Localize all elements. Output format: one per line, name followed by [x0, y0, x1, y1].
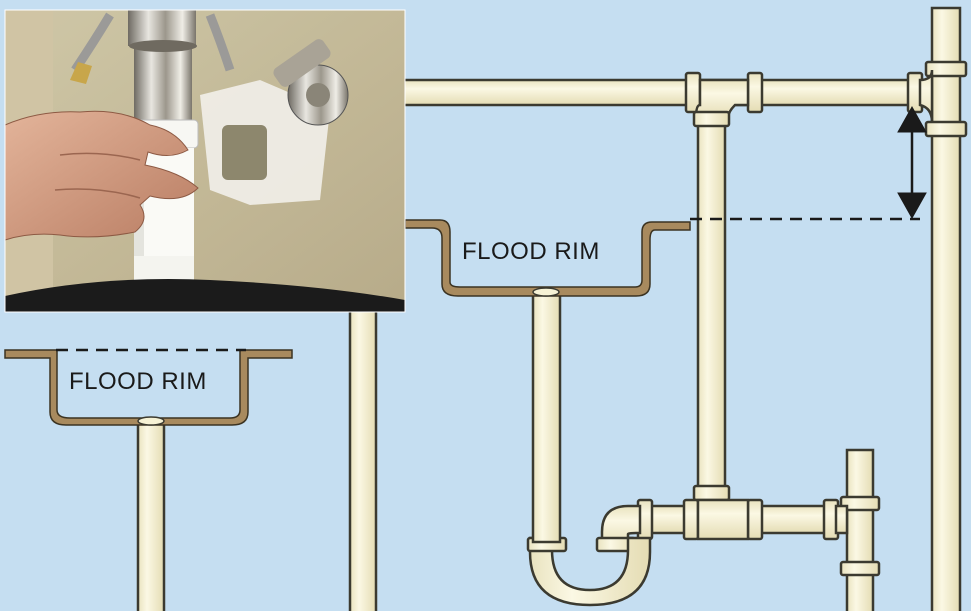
- flood-rim-label-left: FLOOD RIM: [69, 368, 207, 395]
- sink-center: [404, 219, 691, 297]
- right-riser-tee: [834, 504, 849, 535]
- vent-riser: [696, 116, 727, 500]
- flood-rim-label-center: FLOOD RIM: [462, 238, 600, 265]
- right-riser-coupling: [839, 495, 881, 512]
- drain-coupling: [682, 498, 700, 541]
- sink-left: [4, 349, 293, 426]
- drain-coupling: [746, 498, 764, 541]
- sink-trap-photo: [4, 9, 406, 313]
- pipe-network: [136, 6, 968, 611]
- right-riser: [845, 448, 875, 611]
- top-vent-coupling: [746, 71, 764, 114]
- main-stack-coupling: [924, 60, 968, 78]
- top-vent-line: [388, 78, 922, 107]
- main-stack-elbow: [918, 69, 934, 123]
- drain-tee: [696, 498, 750, 541]
- height-dimension-arrow: [897, 105, 927, 220]
- p-trap: [528, 536, 652, 607]
- vent-riser-coupling: [692, 110, 731, 128]
- main-stack: [930, 6, 962, 611]
- right-riser-coupling: [839, 560, 881, 577]
- left-tailpiece: [136, 418, 166, 611]
- left-vent-stack: [348, 298, 378, 611]
- center-tailpiece: [531, 290, 562, 544]
- main-stack-coupling: [924, 120, 968, 138]
- vent-riser-coupling: [692, 484, 731, 502]
